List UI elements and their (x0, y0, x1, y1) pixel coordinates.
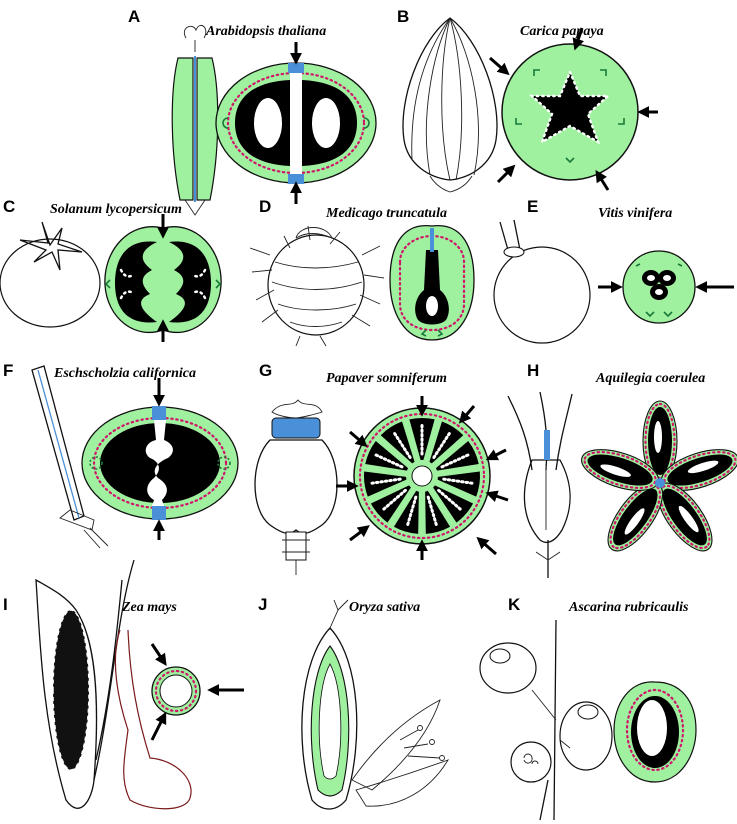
panel-a-silique-valve-left (171, 57, 194, 201)
panel-h-species: Aquilegia coerulea (595, 371, 705, 386)
panel-j-grain-drawing (301, 599, 358, 810)
panel-b-cross-section (489, 27, 658, 191)
panel-g-species: Papaver somniferum (326, 371, 447, 386)
panel-i-kernel-drawing (114, 629, 192, 810)
aquilegia-follicle (581, 449, 660, 491)
panel-j-spikelet-drawing (351, 699, 450, 807)
panel-f: F Eschscholzia californica (3, 361, 239, 549)
panel-a-silique-valve-right (196, 57, 219, 201)
panel-b-fruit-drawing (402, 17, 498, 193)
poppy-ovule-row (432, 430, 452, 459)
panel-c: C Solanum lycopersicum (0, 197, 222, 342)
panel-h: H Aquilegia coerulea (507, 361, 737, 578)
panel-e-letter: E (527, 197, 538, 216)
panel-c-species: Solanum lycopersicum (50, 202, 182, 217)
panel-f-species: Eschscholzia californica (53, 366, 196, 381)
panel-j: J Oryza sativa (258, 595, 450, 810)
poppy-ovule-row (381, 488, 407, 512)
panel-i-letter: I (3, 595, 8, 614)
poppy-seed-chamber (393, 490, 419, 534)
panel-k-cross-section (613, 681, 697, 783)
panel-d-pod-drawing (249, 225, 385, 347)
panel-h-cross-section (581, 400, 737, 552)
panel-d-cross-section (389, 225, 475, 341)
panel-i-cross-section (150, 643, 244, 741)
panel-c-letter: C (3, 197, 15, 216)
panel-e-cross-section (598, 250, 734, 324)
panel-b-letter: B (397, 7, 409, 26)
poppy-ovule-row (442, 477, 475, 485)
panel-g: G Papaver somniferum (254, 361, 509, 575)
poppy-ovule-row (426, 495, 439, 528)
aquilegia-follicle (642, 400, 678, 482)
poppy-seed-chamber (364, 471, 407, 497)
poppy-seed-chamber (425, 490, 451, 534)
poppy-seed-chamber (437, 471, 480, 497)
poppy-ovule-row (373, 452, 404, 469)
panel-d-letter: D (259, 197, 271, 216)
panel-a-silique-drawing (171, 25, 219, 216)
poppy-ovule-row (437, 488, 463, 512)
panel-e-species: Vitis vinifera (598, 206, 672, 221)
panel-d-species: Medicago truncatula (325, 206, 447, 221)
panel-a-species: Arabidopsis thaliana (205, 24, 326, 39)
panel-k-infructescence-drawing (479, 619, 613, 821)
poppy-ovule-row (440, 452, 471, 469)
panel-j-letter: J (258, 595, 267, 614)
panel-f-letter: F (3, 361, 13, 380)
poppy-ovule-row (392, 430, 412, 459)
panel-h-letter: H (527, 361, 539, 380)
panel-g-poppy-capsule-drawing (254, 399, 338, 575)
panel-c-cross-section (104, 214, 222, 342)
panel-i-ear-drawing (35, 559, 135, 809)
panel-k-letter: K (508, 595, 521, 614)
panel-f-capsule-drawing (31, 365, 109, 549)
panel-a: A Arabidopsis thaliana (128, 7, 377, 216)
panel-b: B Carica papaya (397, 7, 658, 193)
panel-b-species: Carica papaya (520, 24, 604, 39)
panel-k: K Ascarina rubricaulis (479, 595, 697, 821)
panel-a-letter: A (128, 7, 140, 26)
panel-j-species: Oryza sativa (349, 600, 420, 615)
panel-i: I Zea mays (3, 559, 244, 810)
panel-c-tomato-drawing (0, 221, 101, 328)
panel-g-letter: G (259, 361, 272, 380)
aquilegia-follicle (656, 482, 713, 552)
poppy-ovule-row (369, 477, 402, 485)
aquilegia-follicle (660, 449, 737, 491)
panel-a-cross-section (215, 42, 377, 204)
panel-e-grape-drawing (493, 219, 591, 344)
panel-g-cross-section (336, 396, 509, 560)
panel-i-species: Zea mays (121, 600, 177, 615)
poppy-ovule-row (405, 495, 418, 528)
panel-h-follicle-drawing (507, 391, 573, 578)
panel-k-species: Ascarina rubricaulis (568, 600, 689, 615)
panel-e: E Vitis vinifera (493, 197, 734, 344)
panel-d: D Medicago truncatula (249, 197, 475, 347)
panel-f-cross-section (81, 378, 239, 540)
